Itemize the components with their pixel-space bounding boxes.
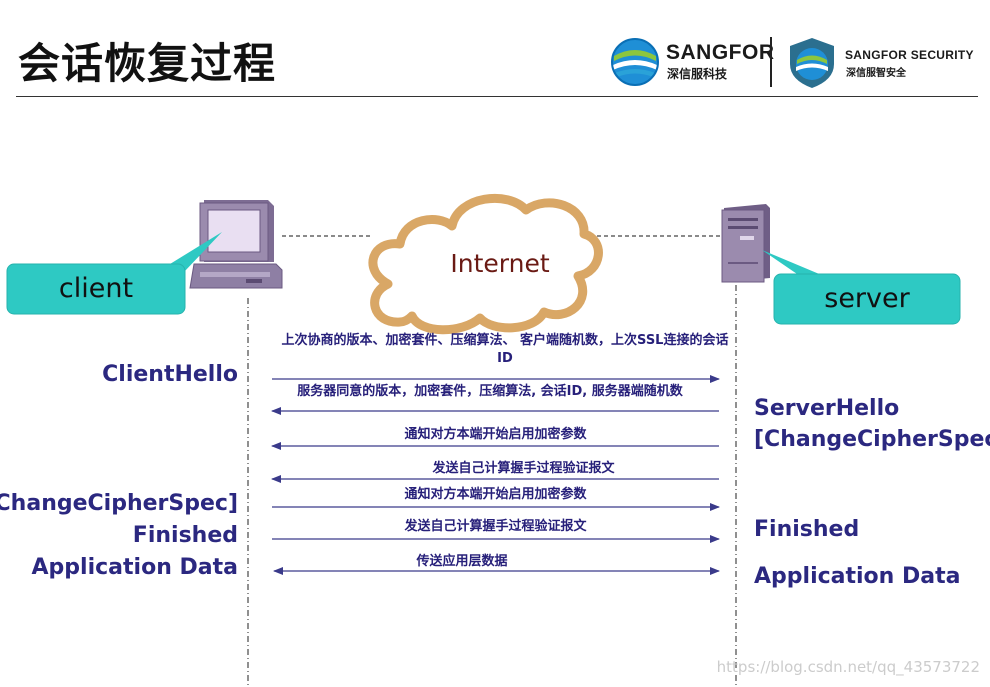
client-step: ClientHello <box>102 362 238 387</box>
sangfor-logo-icon <box>611 38 659 86</box>
server-tower-icon <box>721 204 770 283</box>
client-step: Application Data <box>31 555 238 580</box>
brand-subtitle: 深信服科技 <box>667 67 728 81</box>
brand-divider <box>770 37 772 87</box>
internet-label: Internet <box>450 249 550 278</box>
brand-name-security: SANGFOR SECURITY <box>845 48 974 62</box>
header-rule <box>16 96 978 97</box>
client-callout <box>6 232 222 315</box>
internet-cloud-icon <box>368 193 603 335</box>
server-label: server <box>824 283 910 314</box>
client-label: client <box>58 273 134 304</box>
message-label: 上次协商的版本、加密套件、压缩算法、 客户端随机数，上次SSL连接的会话ID <box>281 333 729 366</box>
page-title: 会话恢复过程 <box>18 39 277 88</box>
message-label: 通知对方本端开始启用加密参数 <box>404 487 587 502</box>
server-step: ServerHello <box>754 396 900 421</box>
server-step: Application Data <box>754 564 961 589</box>
message-label: 传送应用层数据 <box>416 554 508 569</box>
server-step: [ChangeCipherSpec] <box>754 427 990 452</box>
client-computer-icon <box>189 200 283 289</box>
server-step: Finished <box>754 517 860 542</box>
message-label: 通知对方本端开始启用加密参数 <box>404 427 587 442</box>
brand-name: SANGFOR <box>666 41 775 64</box>
sangfor-logo <box>608 36 662 88</box>
sangfor-security-logo <box>786 36 838 90</box>
server-callout <box>762 250 961 325</box>
brand-subtitle-security: 深信服智安全 <box>846 68 906 79</box>
client-step: Finished <box>132 523 238 548</box>
watermark-text: https://blog.csdn.net/qq_43573722 <box>716 658 980 676</box>
message-label: 发送自己计算握手过程验证报文 <box>404 519 587 534</box>
message-label: 服务器同意的版本，加密套件，压缩算法, 会话ID, 服务器端随机数 <box>297 384 683 399</box>
message-label: 发送自己计算握手过程验证报文 <box>432 461 615 476</box>
client-step: [ChangeCipherSpec] <box>0 491 238 516</box>
shield-logo-icon <box>790 38 834 88</box>
